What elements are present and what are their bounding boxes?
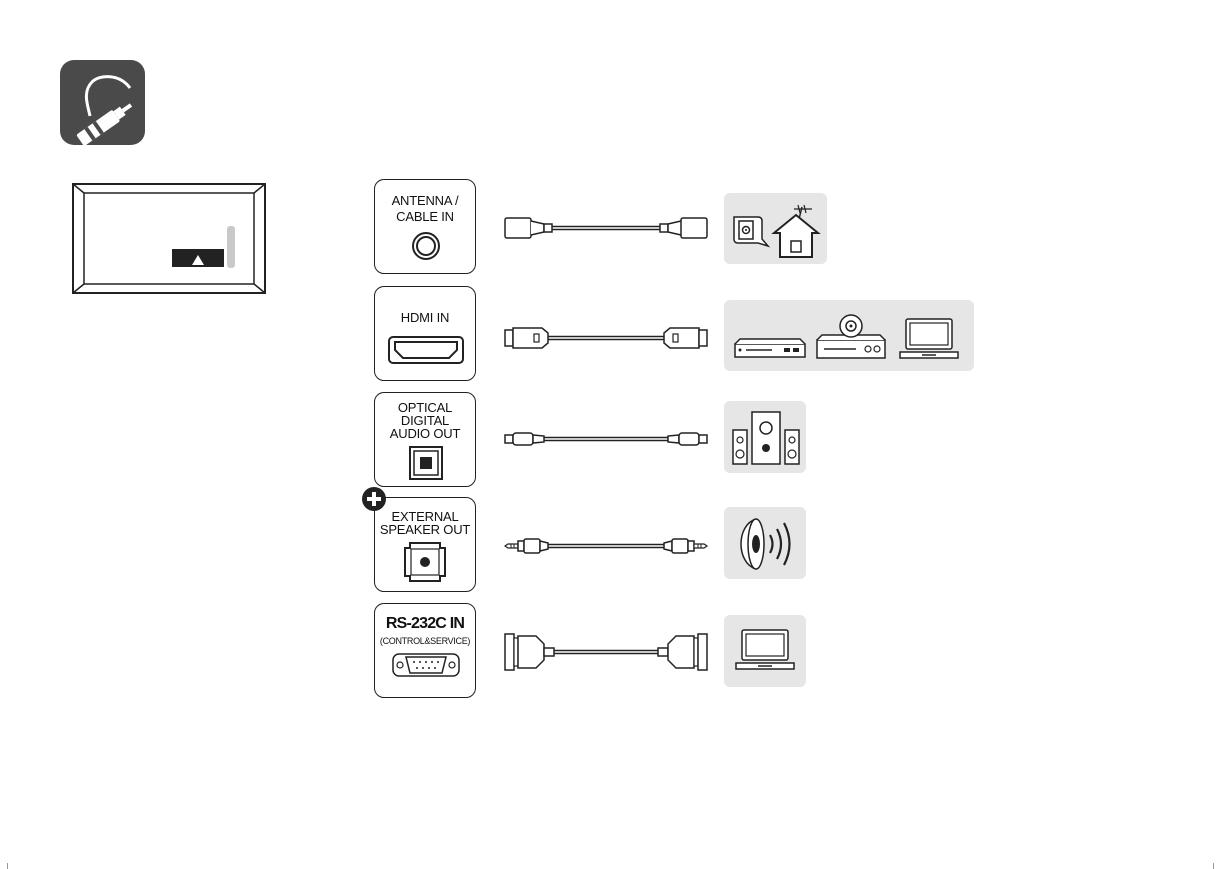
rca-plug-icon [60,60,145,145]
hdmi-cable [504,325,708,351]
device-panel-hdmi [724,300,974,371]
port-label-line: AUDIO OUT [375,427,475,440]
hdmi-port-icon [388,336,464,364]
optical-port-icon [409,446,443,480]
device-panel-speaker [724,507,806,579]
plus-circle-icon [361,486,387,512]
laptop-icon [898,318,960,360]
port-label-line: ANTENNA / [375,194,475,207]
crop-mark [1213,863,1214,869]
device-panel-optical [724,401,806,473]
device-panel-rs232c [724,615,806,687]
port-label-line: (CONTROL&SERVICE) [375,635,475,648]
port-label-line: RS-232C IN [375,616,475,632]
speaker-sound-icon [734,517,798,571]
cable-connection-badge [60,60,145,145]
d-sub-port-icon [392,650,460,680]
device-panel-antenna [724,193,827,264]
speaker-system-icon [732,410,800,466]
headphone-jack-icon [404,542,446,582]
coaxial-jack-icon [411,231,441,261]
blu-ray-player-icon [734,338,806,360]
coaxial-cable [504,215,708,241]
rs232c-cable [504,630,708,674]
port-label-line: SPEAKER OUT [375,523,475,536]
house-antenna-icon [772,201,820,259]
laptop-icon [734,629,796,671]
port-antenna-cable-in: ANTENNA / CABLE IN [374,179,476,274]
tv-rear-panel-illustration [72,183,266,294]
port-optical-digital-audio-out: OPTICAL DIGITAL AUDIO OUT [374,392,476,487]
crop-mark [7,863,8,869]
stereo-mini-jack-cable [504,536,708,556]
optical-cable [504,428,708,450]
port-hdmi-in: HDMI IN [374,286,476,381]
wall-antenna-outlet-icon [730,213,770,253]
port-label-line: CABLE IN [375,210,475,223]
dvd-player-icon [816,314,886,360]
port-rs232c-in: RS-232C IN (CONTROL&SERVICE) [374,603,476,698]
port-label-line: HDMI IN [375,311,475,324]
port-external-speaker-out: EXTERNAL SPEAKER OUT [374,497,476,592]
